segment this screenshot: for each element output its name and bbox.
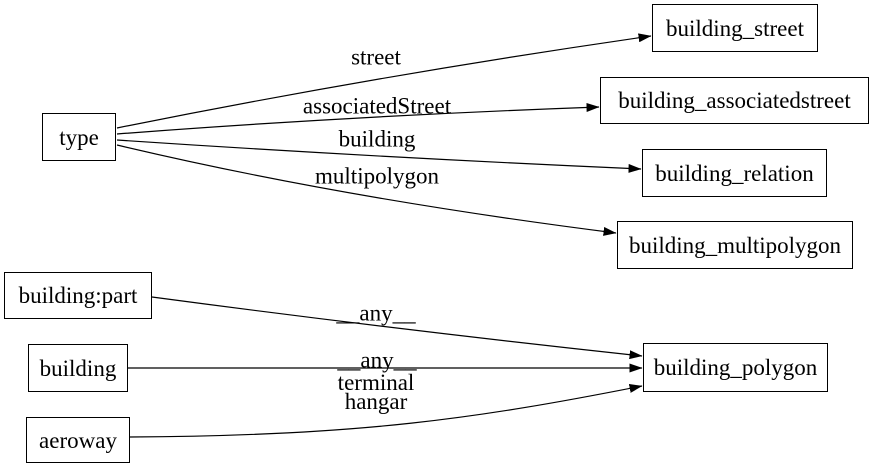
node-building-part: building:part	[4, 272, 152, 319]
edge-label-any-buildingpart: __any__	[336, 300, 416, 326]
edge-label-associatedstreet: associatedStreet	[302, 93, 452, 119]
node-building-relation: building_relation	[642, 149, 827, 197]
edge-type-building_street	[116, 33, 652, 129]
node-building-street: building_street	[652, 4, 818, 52]
node-type: type	[42, 113, 116, 161]
edge-label-multipolygon: multipolygon	[315, 163, 439, 189]
node-building-associatedstreet: building_associatedstreet	[600, 77, 869, 124]
edge-type-building_multipolygon	[116, 144, 617, 236]
edge-type-building_relation	[116, 139, 642, 173]
node-building-multipolygon: building_multipolygon	[617, 221, 853, 269]
edge-label-street: street	[351, 44, 401, 70]
edge-label-any-building: __any__	[337, 347, 417, 373]
node-building: building	[28, 344, 128, 392]
edge-label-building: building	[338, 126, 416, 152]
node-aeroway: aeroway	[26, 417, 130, 463]
edge-label-terminal-hangar: terminal hangar	[337, 370, 415, 414]
edge-type-building_associatedstreet	[116, 102, 600, 135]
edge-aeroway-building_polygon	[129, 384, 643, 438]
edge-buildingpart-building_polygon	[151, 296, 643, 360]
node-building-polygon: building_polygon	[643, 343, 828, 392]
